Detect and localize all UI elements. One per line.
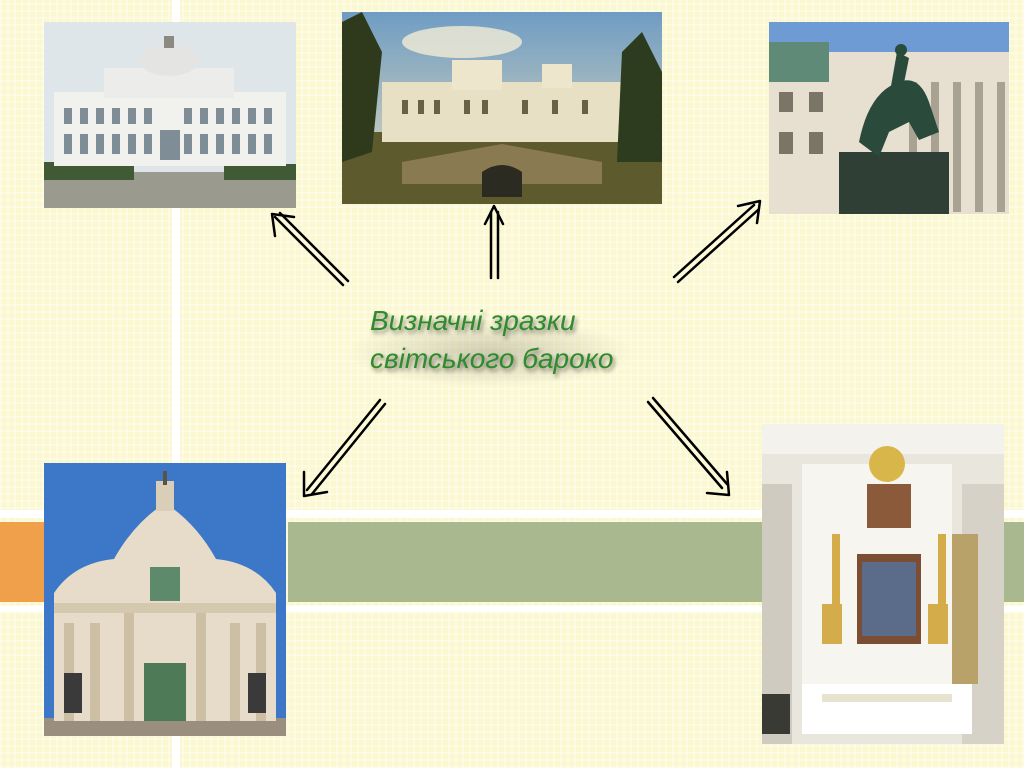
title-glow [345, 318, 635, 388]
title-line-2: світського бароко [370, 343, 614, 374]
arrow-top-center [483, 204, 505, 280]
photo-baroque-church [44, 463, 286, 736]
photo-equestrian-statue [769, 22, 1009, 214]
photo-palace-painting [342, 12, 662, 204]
title-line-1: Визначні зразки [370, 305, 576, 336]
photo-palace-stupinigi [44, 22, 296, 208]
arrow-bottom-right [646, 396, 731, 497]
grid-line-vertical [172, 0, 180, 768]
grid-line-horizontal [0, 510, 1024, 518]
photo-church-altar [762, 424, 1004, 744]
grid-line-horizontal-2 [0, 606, 1024, 612]
orange-accent-band [0, 522, 44, 602]
slide-title: Визначні зразки світського бароко [370, 302, 690, 378]
arrow-top-right [672, 199, 762, 284]
arrow-top-left [270, 211, 350, 287]
arrow-bottom-left [302, 398, 387, 498]
